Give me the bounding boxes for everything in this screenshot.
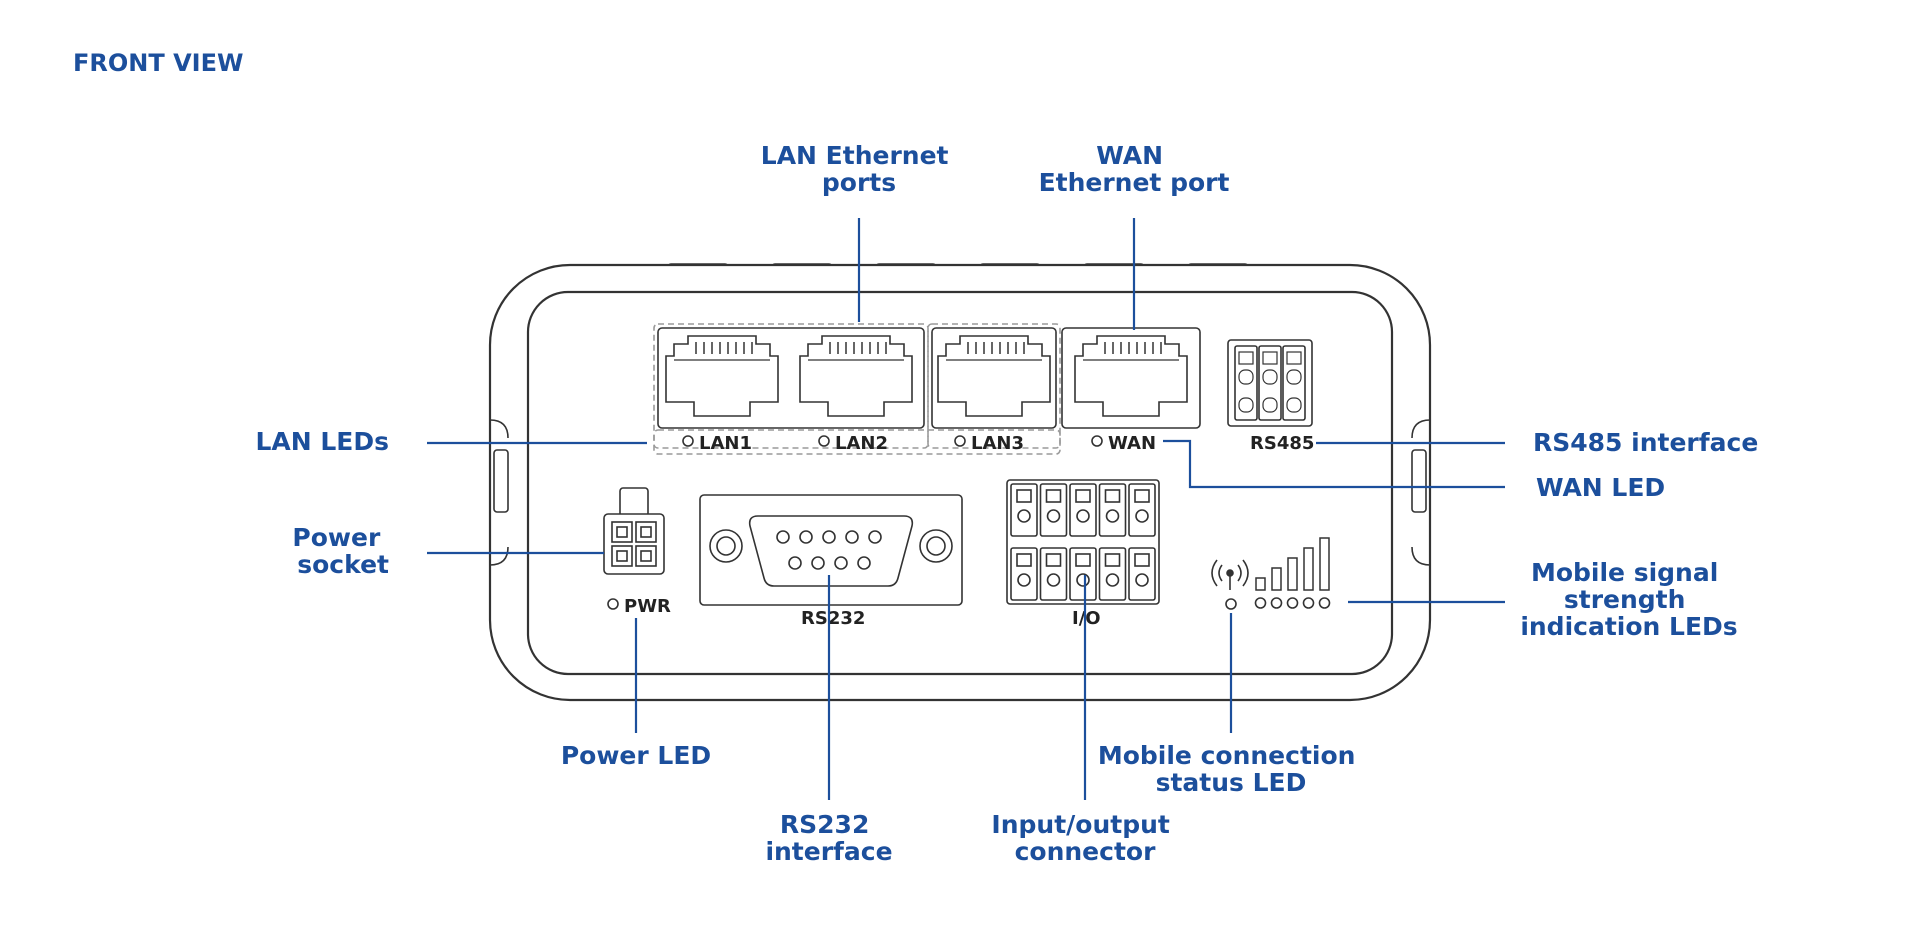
io-terminal-screw	[1076, 573, 1090, 587]
io-terminal-screw	[1105, 573, 1120, 587]
lan1-led-icon	[682, 435, 694, 447]
lan2-led-icon	[818, 435, 830, 447]
io-terminal-slot	[1134, 489, 1150, 503]
rs232-label: RS232	[801, 608, 865, 629]
rs485-connector[interactable]	[1227, 339, 1313, 427]
signal-led-icon	[1286, 597, 1299, 609]
io-terminal-slot	[1016, 553, 1032, 567]
page-title: FRONT VIEW	[73, 49, 243, 77]
io-label: I/O	[1072, 608, 1101, 629]
io-terminal-screw	[1017, 509, 1031, 523]
signal-bar	[1287, 557, 1298, 591]
leader-lines	[427, 218, 1505, 800]
io-terminal-slot	[1016, 489, 1032, 503]
antenna-icon	[1211, 559, 1249, 590]
io-terminal-slot	[1104, 553, 1121, 567]
signal-leds	[1254, 597, 1331, 609]
io-terminal-slot	[1045, 489, 1062, 503]
io-terminal-screw	[1135, 573, 1149, 587]
io-terminal-slot	[1104, 489, 1121, 503]
callout-power-led: Power LED	[561, 741, 711, 770]
io-terminal-screw	[1105, 509, 1120, 523]
callout-mobile-status: Mobile connection status LED	[1098, 741, 1364, 797]
lan3-port[interactable]	[937, 335, 1051, 417]
callout-power-socket: Power socket	[292, 523, 389, 579]
rs232-connector[interactable]	[699, 494, 963, 606]
signal-bar	[1255, 577, 1266, 591]
lan2-label: LAN2	[835, 433, 888, 454]
router-device: LAN1 LAN2 LAN3 WAN RS485	[488, 263, 1432, 702]
lan-group-outline-b	[927, 323, 1061, 449]
callout-wan-led: WAN LED	[1536, 473, 1665, 502]
io-terminal-screw	[1046, 509, 1061, 523]
signal-bar	[1271, 567, 1282, 591]
io-terminal-block[interactable]	[1006, 479, 1160, 605]
mobile-status-led-icon	[1225, 598, 1237, 610]
signal-bar	[1319, 537, 1330, 591]
signal-bar	[1303, 547, 1314, 591]
side-tab-right	[1411, 449, 1427, 513]
io-terminal-screw	[1135, 509, 1149, 523]
lan3-led-icon	[954, 435, 966, 447]
lan1-port[interactable]	[665, 335, 779, 417]
signal-led-icon	[1318, 597, 1331, 609]
signal-bars-icon	[1255, 537, 1330, 591]
io-terminal-screw	[1046, 573, 1061, 587]
rs485-label: RS485	[1250, 433, 1314, 454]
callout-io: Input/output connector	[991, 810, 1178, 866]
signal-led-icon	[1270, 597, 1283, 609]
wan-led-icon	[1091, 435, 1103, 447]
lan3-label: LAN3	[971, 433, 1024, 454]
callout-lan-ports: LAN Ethernet ports	[761, 141, 957, 197]
power-led-icon	[607, 598, 619, 610]
io-terminal-slot	[1134, 553, 1150, 567]
side-tab-left	[493, 449, 509, 513]
power-socket[interactable]	[603, 487, 665, 575]
io-terminal-slot	[1075, 553, 1091, 567]
pwr-label: PWR	[624, 596, 671, 617]
lan-led-group-outline	[653, 429, 1061, 455]
wan-label: WAN	[1108, 433, 1156, 454]
callout-mobile-signal: Mobile signal strength indication LEDs	[1520, 558, 1737, 641]
signal-led-icon	[1254, 597, 1267, 609]
io-terminal-slot	[1045, 553, 1062, 567]
signal-led-icon	[1302, 597, 1315, 609]
io-terminal-screw	[1017, 573, 1031, 587]
io-terminal-slot	[1075, 489, 1091, 503]
wan-port[interactable]	[1074, 335, 1188, 417]
callout-lan-leds: LAN LEDs	[255, 427, 389, 456]
callout-wan-port: WAN Ethernet port	[1039, 141, 1230, 197]
callout-rs232: RS232 interface	[765, 810, 892, 866]
io-terminal-screw	[1076, 509, 1090, 523]
lan2-port[interactable]	[799, 335, 913, 417]
lan1-label: LAN1	[699, 433, 752, 454]
callout-rs485: RS485 interface	[1533, 428, 1758, 457]
